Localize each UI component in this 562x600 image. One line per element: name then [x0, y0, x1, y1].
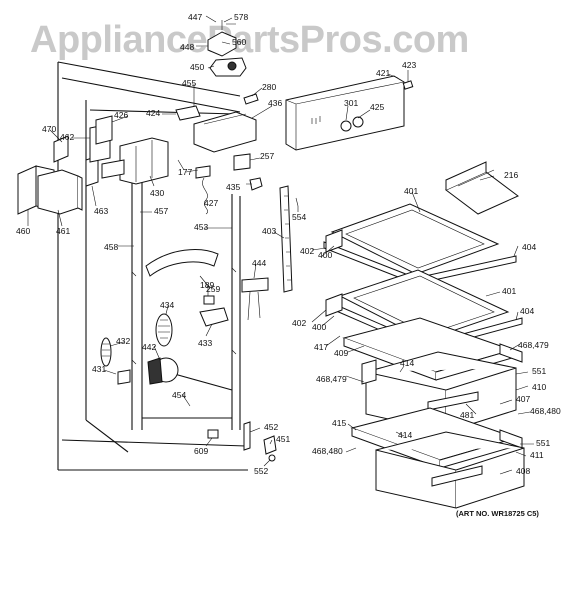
callout-400a: 400: [318, 250, 332, 260]
callout-554: 554: [292, 212, 306, 222]
callout-259: 259: [206, 284, 220, 294]
callout-447: 447: [188, 12, 202, 22]
callout-452: 452: [264, 422, 278, 432]
callout-410: 410: [532, 382, 546, 392]
shelf-rail: [279, 185, 299, 293]
callout-401b: 401: [502, 286, 516, 296]
callout-407: 407: [516, 394, 530, 404]
callout-415: 415: [332, 418, 346, 428]
callout-448: 448: [180, 42, 194, 52]
callout-463: 463: [94, 206, 108, 216]
control-panel: [285, 75, 414, 151]
callout-455: 455: [182, 78, 196, 88]
upper-glass-shelf: [323, 203, 517, 285]
top-fittings: [207, 20, 247, 77]
damper-parts: [100, 337, 179, 385]
callout-402a: 402: [300, 246, 314, 256]
evaporator-fan-housing: [175, 93, 259, 153]
callout-409: 409: [334, 348, 348, 358]
control-housing: [101, 137, 169, 185]
callout-462: 462: [60, 132, 74, 142]
wiring-parts: [177, 153, 263, 215]
light-socket-parts: [155, 277, 269, 347]
watermark-text: AppliancePartsPros.com: [30, 19, 469, 61]
callout-414a: 414: [400, 358, 414, 368]
callout-453: 453: [194, 222, 208, 232]
callout-458: 458: [104, 242, 118, 252]
callout-404b: 404: [520, 306, 534, 316]
callout-414b: 414: [398, 430, 412, 440]
callout-461: 461: [56, 226, 70, 236]
callout-551b: 551: [536, 438, 550, 448]
callout-431: 431: [92, 364, 106, 374]
callout-400b: 400: [312, 322, 326, 332]
wall-brackets: [17, 115, 113, 215]
callout-421: 421: [376, 68, 390, 78]
callout-423: 423: [402, 60, 416, 70]
callout-257: 257: [260, 151, 274, 161]
callout-457: 457: [154, 206, 168, 216]
callout-432: 432: [116, 336, 130, 346]
callout-177: 177: [178, 167, 192, 177]
callout-436: 436: [268, 98, 282, 108]
art-number: (ART NO. WR18725 C5): [456, 509, 539, 518]
hinge-parts: [207, 421, 277, 462]
callout-468-479a: 468,479: [518, 340, 549, 350]
callout-426: 426: [114, 110, 128, 120]
callout-460: 460: [16, 226, 30, 236]
callout-551a: 551: [532, 366, 546, 376]
callout-411: 411: [530, 450, 544, 460]
callout-417: 417: [314, 342, 328, 352]
callout-424: 424: [146, 108, 160, 118]
callout-560: 560: [232, 37, 246, 47]
callout-216: 216: [504, 170, 518, 180]
callout-444: 444: [252, 258, 266, 268]
callout-454: 454: [172, 390, 186, 400]
callout-609: 609: [194, 446, 208, 456]
callout-433: 433: [198, 338, 212, 348]
callout-470: 470: [42, 124, 56, 134]
callout-451: 451: [276, 434, 290, 444]
callout-408: 408: [516, 466, 530, 476]
snack-bin: [445, 161, 519, 215]
cabinet-outline: [57, 61, 248, 471]
callout-301: 301: [344, 98, 358, 108]
callout-labels: 447 578 560 448 450 280 421 423 455 436 …: [16, 12, 561, 476]
callout-403: 403: [262, 226, 276, 236]
callout-450: 450: [190, 62, 204, 72]
leader-lines: [27, 15, 534, 475]
callout-442: 442: [142, 342, 156, 352]
callout-425: 425: [370, 102, 384, 112]
callout-468-480b: 468,480: [312, 446, 343, 456]
callout-552: 552: [254, 466, 268, 476]
callout-430: 430: [150, 188, 164, 198]
callout-401a: 401: [404, 186, 418, 196]
callout-404a: 404: [522, 242, 536, 252]
callout-578: 578: [234, 12, 248, 22]
callout-481: 481: [460, 410, 474, 420]
callout-189: 189: [200, 280, 214, 290]
callout-435: 435: [226, 182, 240, 192]
light-cover: [145, 249, 219, 277]
crisper-drawer-2: [375, 431, 525, 509]
callout-280: 280: [262, 82, 276, 92]
callout-468-479b: 468,479: [316, 374, 347, 384]
callout-468-480a: 468,480: [530, 406, 561, 416]
callout-402b: 402: [292, 318, 306, 328]
callout-434: 434: [160, 300, 174, 310]
callout-427: 427: [204, 198, 218, 208]
